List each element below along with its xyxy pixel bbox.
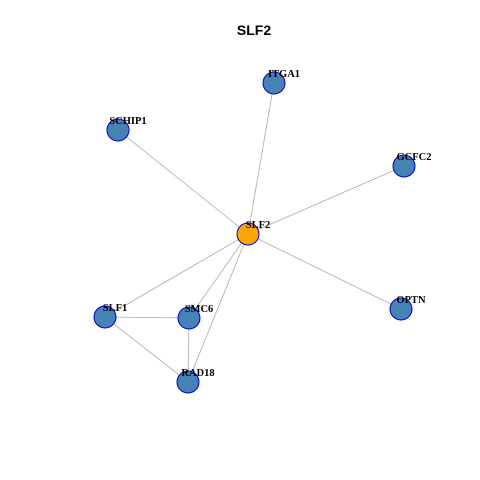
edge-slf2-smc6: [188, 233, 249, 319]
node-schip1[interactable]: [106, 118, 130, 142]
node-label-smc6: SMC6: [185, 304, 214, 315]
edges-layer: [104, 82, 405, 383]
node-label-rad18: RAD18: [181, 368, 214, 379]
edge-slf1-rad18: [104, 316, 189, 383]
edge-slf2-slf1: [104, 233, 249, 318]
node-slf2[interactable]: [236, 222, 260, 246]
node-smc6[interactable]: [177, 306, 201, 330]
node-label-gcfc2: GCFC2: [397, 152, 432, 163]
edge-slf2-gcfc2: [247, 165, 405, 235]
edge-slf2-schip1: [117, 129, 249, 235]
edge-slf2-rad18: [187, 233, 249, 383]
node-label-schip1: SCHIP1: [109, 116, 146, 127]
node-label-slf1: SLF1: [103, 303, 128, 314]
node-rad18[interactable]: [176, 370, 200, 394]
node-label-optn: OPTN: [396, 295, 426, 306]
node-label-slf2: SLF2: [246, 220, 271, 231]
node-optn[interactable]: [389, 297, 413, 321]
node-itga1[interactable]: [262, 71, 286, 95]
nodes-layer: [93, 71, 416, 394]
node-label-itga1: ITGA1: [268, 69, 300, 80]
edge-slf2-itga1: [247, 82, 275, 235]
node-gcfc2[interactable]: [392, 154, 416, 178]
edge-slf2-optn: [247, 233, 402, 310]
graph-title: SLF2: [237, 22, 271, 38]
edge-slf1-smc6: [104, 316, 190, 319]
node-slf1[interactable]: [93, 305, 117, 329]
